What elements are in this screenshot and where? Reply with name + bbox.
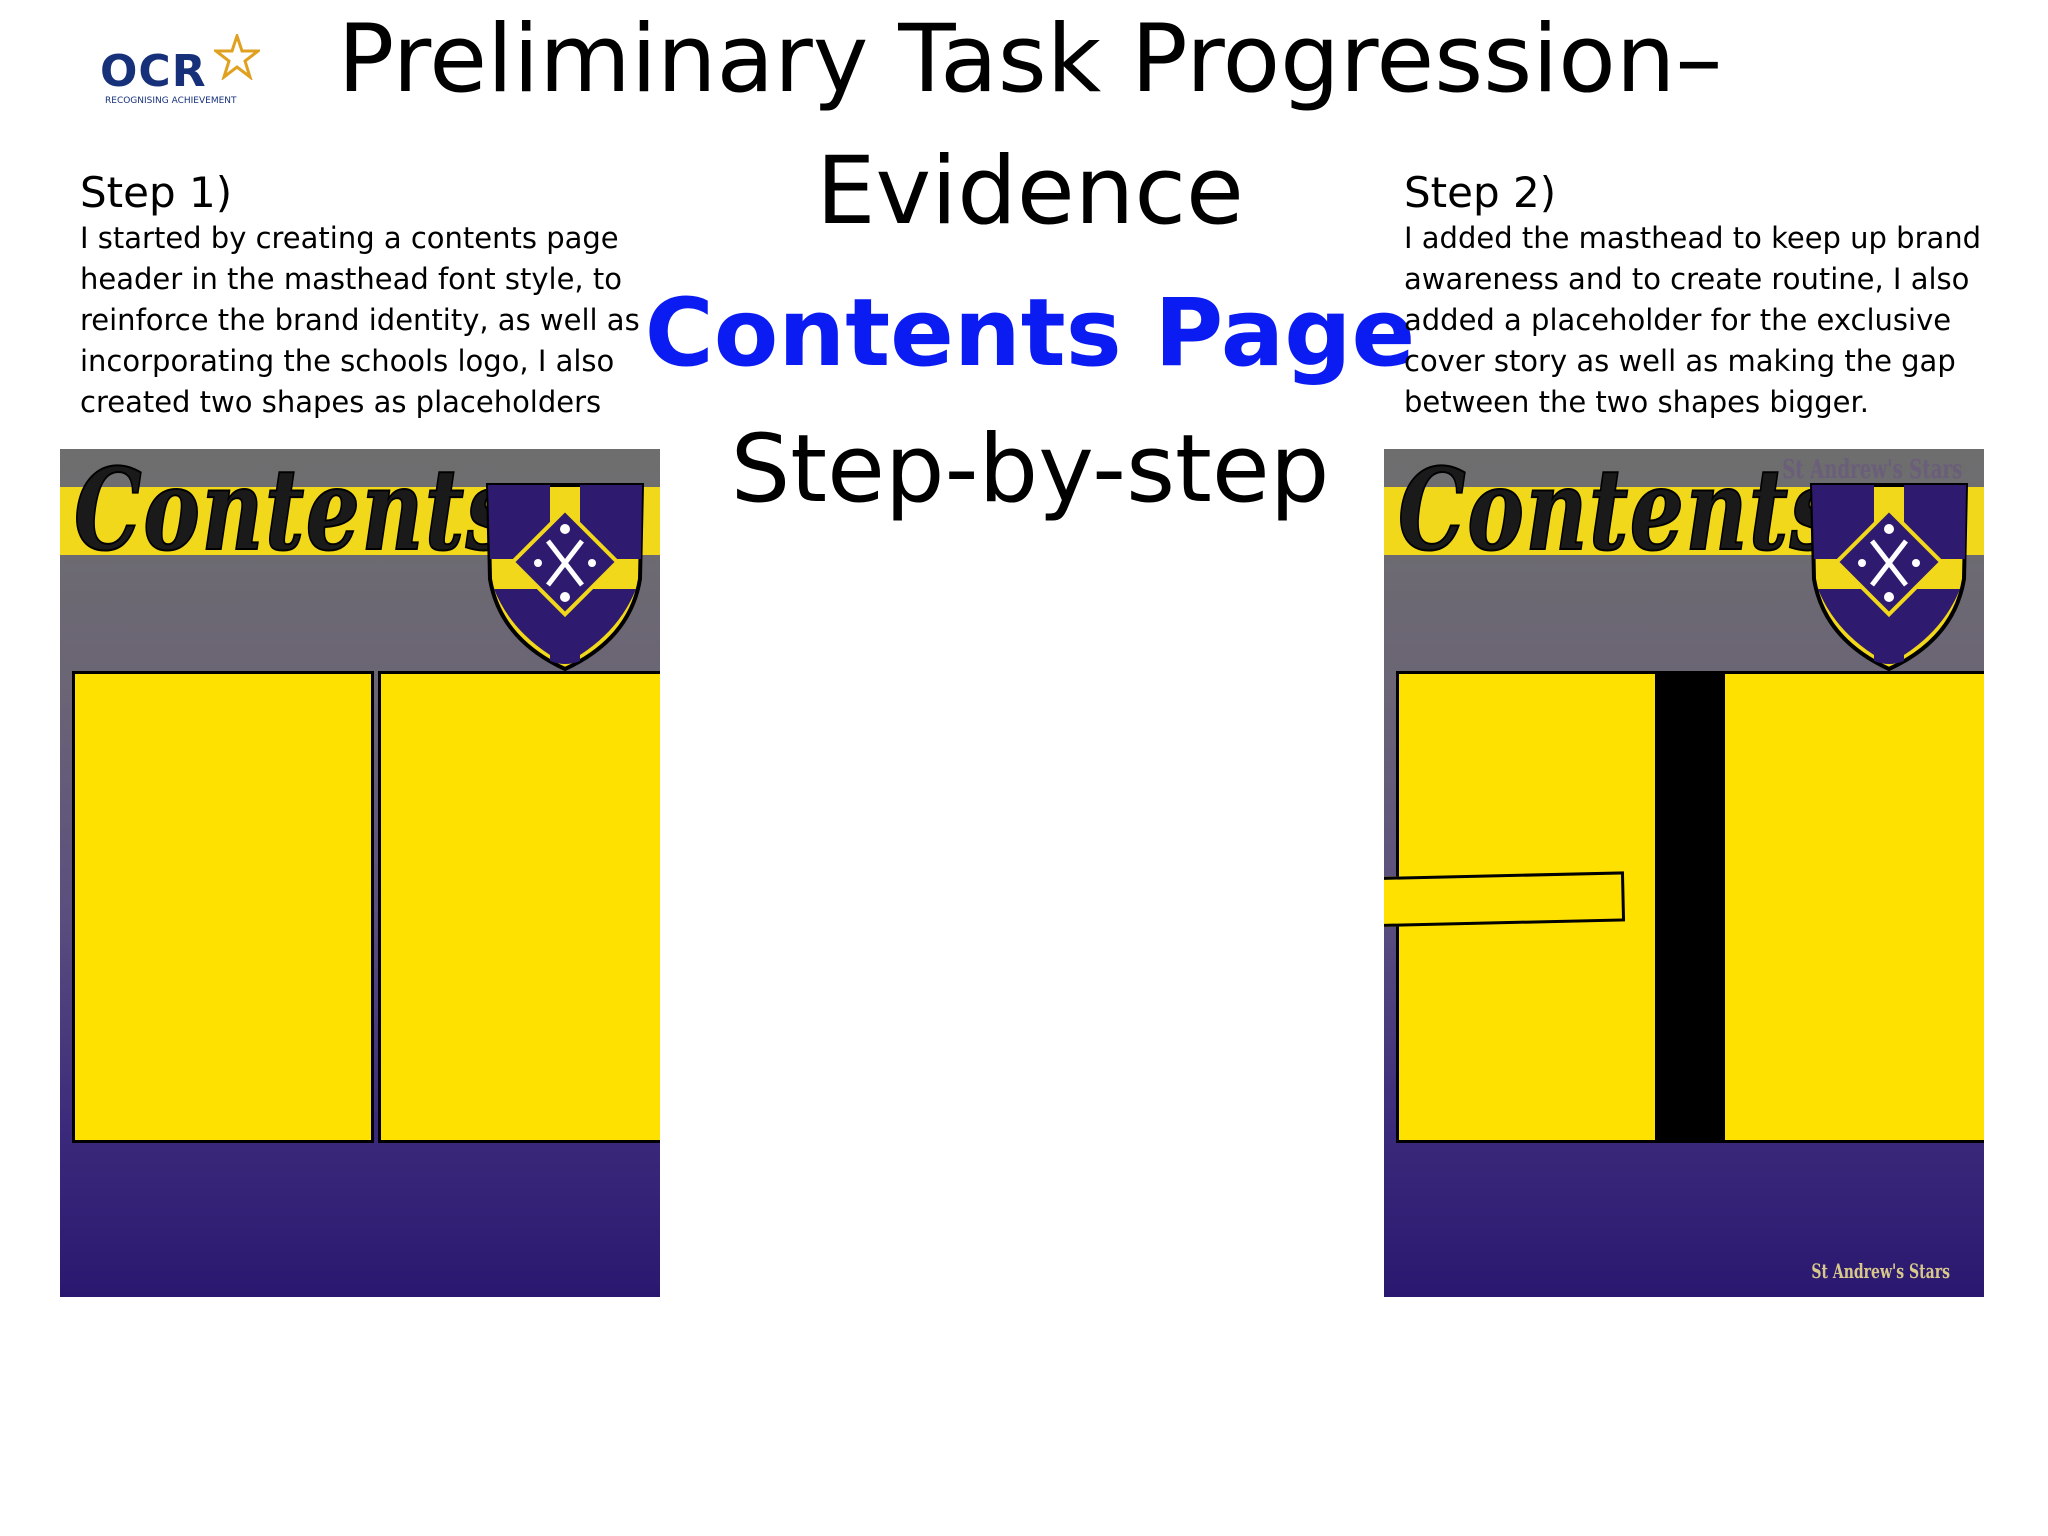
- step-1-line: I started by creating a contents page: [80, 221, 619, 256]
- step-2-line: cover story as well as making the gap: [1404, 344, 1956, 379]
- school-crest-icon: [1809, 483, 1969, 672]
- placeholder-gap: [1658, 671, 1722, 1143]
- brand-name-bottom: St Andrew's Stars: [1811, 1259, 1950, 1283]
- contents-masthead: Contents: [73, 449, 516, 576]
- step-2-line: added a placeholder for the exclusive: [1404, 303, 1952, 338]
- title-line-2: Evidence: [816, 137, 1244, 246]
- ocr-logo-text: OCR: [100, 46, 207, 97]
- placeholder-box-right: [1722, 671, 1984, 1143]
- step-2-line: I added the masthead to keep up brand: [1404, 221, 1982, 256]
- contents-masthead: Contents: [1397, 449, 1840, 576]
- cover-story-placeholder: [1384, 871, 1626, 927]
- title-line-1: Preliminary Task Progression–: [337, 5, 1723, 114]
- step-1-line: incorporating the schools logo, I also: [80, 344, 615, 379]
- placeholder-box-left: [72, 671, 374, 1143]
- step-2-heading: Step 2): [1404, 168, 1557, 217]
- ocr-logo: OCR RECOGNISING ACHIEVEMENT: [100, 30, 260, 110]
- step-1-description: Step 1) I started by creating a contents…: [80, 168, 660, 423]
- step-2-line: awareness and to create routine, I also: [1404, 262, 1970, 297]
- step-2-line: between the two shapes bigger.: [1404, 385, 1869, 420]
- step-1-line: header in the masthead font style, to: [80, 262, 622, 297]
- contents-page-draft-2: Contents St Andrew's Stars St Andrew's S…: [1384, 449, 1984, 1297]
- contents-page-draft-1: Contents: [60, 449, 660, 1297]
- step-1-heading: Step 1): [80, 168, 233, 217]
- step-2-description: Step 2) I added the masthead to keep up …: [1404, 168, 1984, 423]
- school-crest-icon: [485, 483, 645, 672]
- subtitle-step-by-step: Step-by-step: [730, 415, 1330, 524]
- step-1-line: created two shapes as placeholders: [80, 385, 602, 420]
- step-1-line: reinforce the brand identity, as well as: [80, 303, 640, 338]
- ocr-logo-tagline: RECOGNISING ACHIEVEMENT: [105, 96, 237, 106]
- subtitle-contents-page: Contents Page: [644, 279, 1416, 388]
- brand-name-top: St Andrew's Stars: [1781, 455, 1962, 485]
- ocr-star-icon: [214, 34, 260, 80]
- placeholder-box-right: [378, 671, 660, 1143]
